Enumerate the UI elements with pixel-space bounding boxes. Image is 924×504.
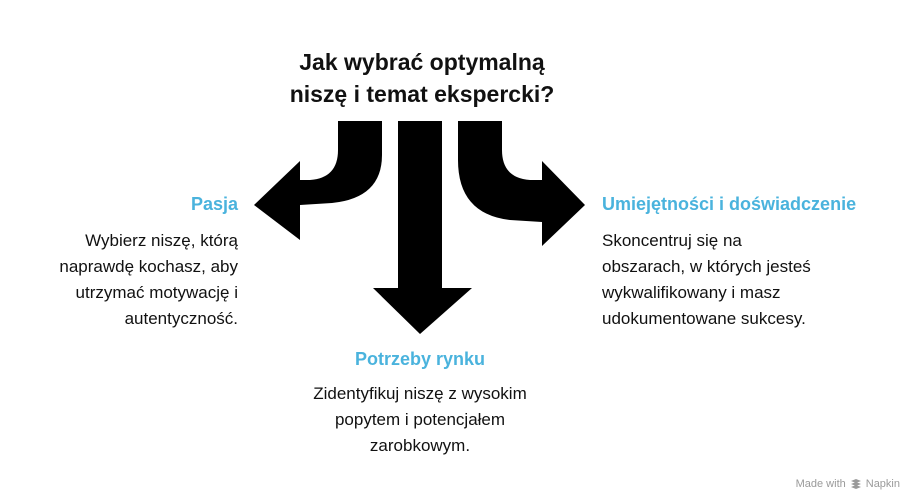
left-arrow [254,121,382,240]
made-with-napkin-badge[interactable]: Made with Napkin [796,478,900,490]
umiejetnosci-desc-line: Skoncentruj się na [602,231,742,250]
pasja-desc-line: autentyczność. [124,309,238,328]
napkin-brand-label: Napkin [865,478,900,490]
umiejetnosci-desc-line: obszarach, w których jesteś [602,257,811,276]
pasja-desc-line: utrzymać motywację i [75,283,238,302]
potrzeby-desc-line: Zidentyfikuj niszę z wysokim [313,384,527,403]
diagram-title: Jak wybrać optymalną niszę i temat ekspe… [212,46,632,110]
pasja-desc-line: Wybierz niszę, którą [85,231,238,250]
made-with-label: Made with [795,478,846,490]
pasja-description: Wybierz niszę, którą naprawdę kochasz, a… [30,228,238,332]
title-line-1: Jak wybrać optymalną [299,49,545,75]
pasja-desc-line: naprawdę kochasz, aby [59,257,238,276]
right-arrow [458,121,585,246]
potrzeby-rynku-heading: Potrzeby rynku [354,349,486,369]
potrzeby-desc-line: popytem i potencjałem [334,410,506,429]
umiejetnosci-desc-line: udokumentowane sukcesy. [602,309,806,328]
napkin-icon [850,479,861,489]
potrzeby-desc-line: zarobkowym. [369,436,471,455]
potrzeby-rynku-description: Zidentyfikuj niszę z wysokim popytem i p… [250,381,590,459]
umiejetnosci-heading: Umiejętności i doświadczenie [602,194,857,214]
umiejetnosci-description: Skoncentruj się na obszarach, w których … [602,228,902,332]
pasja-heading: Pasja [190,194,238,214]
middle-arrow [373,121,472,334]
title-line-2: niszę i temat ekspercki? [289,81,555,107]
umiejetnosci-desc-line: wykwalifikowany i masz [602,283,781,302]
